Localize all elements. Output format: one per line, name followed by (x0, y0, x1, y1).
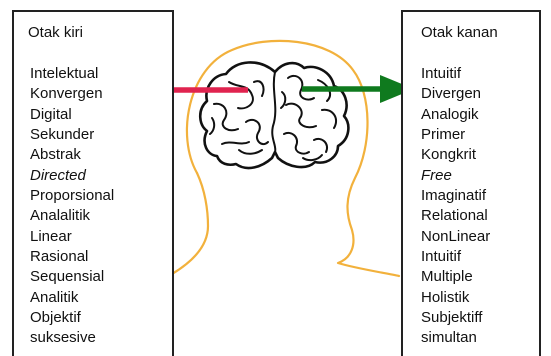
left-trait-item: Objektif (30, 308, 114, 328)
right-trait-list: Intuitif Divergen Analogik Primer Kongkr… (421, 64, 490, 349)
right-trait-item: Primer (421, 125, 490, 145)
right-trait-item: Kongkrit (421, 145, 490, 165)
right-trait-item: Analogik (421, 105, 490, 125)
left-trait-item: suksesive (30, 328, 114, 348)
right-trait-item: Intuitif (421, 64, 490, 84)
right-trait-item: Holistik (421, 288, 490, 308)
right-trait-item: Imaginatif (421, 186, 490, 206)
right-panel-title: Otak kanan (421, 24, 498, 41)
right-trait-item: Multiple (421, 267, 490, 287)
left-trait-item: Sekunder (30, 125, 114, 145)
left-trait-item: Konvergen (30, 84, 114, 104)
right-trait-item: simultan (421, 328, 490, 348)
right-trait-item: Relational (421, 206, 490, 226)
left-trait-item: Intelektual (30, 64, 114, 84)
left-trait-item: Linear (30, 227, 114, 247)
right-brain-panel: Otak kanan Intuitif Divergen Analogik Pr… (401, 10, 541, 356)
left-trait-item: Directed (30, 166, 114, 186)
left-trait-item: Proporsional (30, 186, 114, 206)
left-trait-list: Intelektual Konvergen Digital Sekunder A… (30, 64, 114, 349)
left-trait-item: Analalitik (30, 206, 114, 226)
right-trait-item: NonLinear (421, 227, 490, 247)
left-brain-panel: Otak kiri Intelektual Konvergen Digital … (12, 10, 174, 356)
right-trait-item: Subjektiff (421, 308, 490, 328)
left-trait-item: Rasional (30, 247, 114, 267)
left-trait-item: Analitik (30, 288, 114, 308)
left-trait-item: Sequensial (30, 267, 114, 287)
right-trait-item: Divergen (421, 84, 490, 104)
right-trait-item: Free (421, 166, 490, 186)
left-trait-item: Abstrak (30, 145, 114, 165)
left-trait-item: Digital (30, 105, 114, 125)
right-trait-item: Intuitif (421, 247, 490, 267)
left-panel-title: Otak kiri (28, 24, 83, 41)
brain-icon (200, 62, 348, 168)
